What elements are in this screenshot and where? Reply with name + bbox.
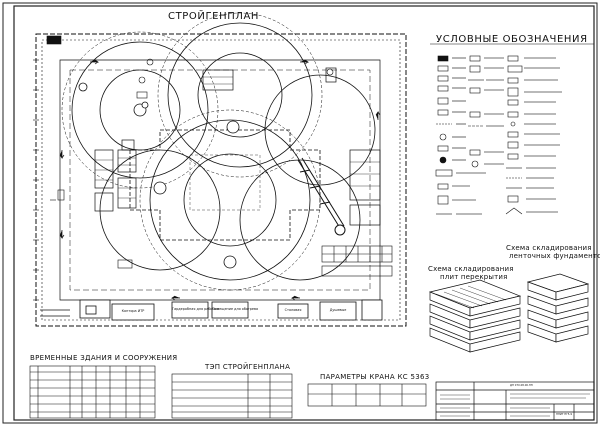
title-block-lines	[440, 393, 590, 417]
slab-stack-1	[428, 279, 522, 353]
scheme-foundations-line1: Схема складирования	[506, 244, 592, 252]
crane-boom	[297, 157, 346, 236]
temp-buildings-title: ВРЕМЕННЫЕ ЗДАНИЯ И СООРУЖЕНИЯ	[30, 354, 178, 362]
temp-road-inner	[69, 69, 371, 291]
danger-zones	[61, 12, 323, 291]
legend-title: УСЛОВНЫЕ ОБОЗНАЧЕНИЯ	[436, 34, 588, 45]
foundation-stack-illustration	[526, 273, 590, 343]
scheme-slabs-line2: плит перекрытия	[440, 273, 508, 281]
inner-frame	[13, 5, 595, 421]
scheme-foundations-line2: ленточных фундаментов	[509, 252, 600, 260]
tep-table	[171, 373, 293, 419]
building-label-heating: Помещение для обогрева	[212, 307, 259, 311]
slab-storage	[321, 245, 393, 277]
stamp-code: ДП 070.08.00.ПП	[510, 384, 533, 387]
road-arrows	[59, 59, 381, 301]
plan-title: СТРОЙГЕНПЛАН	[168, 11, 260, 22]
building-label-canteen: Столовая	[284, 308, 302, 312]
scheme-slabs-line1: Схема складирования	[428, 265, 514, 273]
crane-table	[307, 383, 427, 407]
storage-hatch	[95, 76, 380, 199]
building-core	[189, 154, 261, 211]
outer-frame	[2, 2, 598, 424]
fence-marks	[33, 59, 39, 301]
tep-title: ТЭП СТРОЙГЕНПЛАНА	[205, 363, 291, 371]
slab-hollow-lines	[435, 285, 507, 309]
building-label-showers: Душевые	[329, 308, 347, 312]
crane-params-title: ПАРАМЕТРЫ КРАНА КС 5363	[320, 373, 430, 381]
site-fence-inner	[41, 39, 401, 321]
temp-buildings-table	[29, 365, 156, 419]
slab-stack-illustration	[428, 279, 522, 353]
title-block	[435, 381, 595, 421]
building-label-wardrobe: Гардеробная для рабочих	[172, 307, 219, 311]
stamp-sheet-label: ПНИТ ПГ5-9	[556, 413, 573, 416]
crane-zones	[71, 22, 376, 281]
legend-panel	[430, 43, 594, 215]
building-label-office: Контора ИТР	[121, 309, 145, 313]
legend-text-lines	[452, 57, 562, 215]
crane-stations	[78, 82, 240, 269]
site-fence	[35, 33, 407, 327]
site-gate	[40, 305, 97, 317]
storage-areas	[94, 67, 381, 226]
misc-symbols	[46, 35, 334, 269]
